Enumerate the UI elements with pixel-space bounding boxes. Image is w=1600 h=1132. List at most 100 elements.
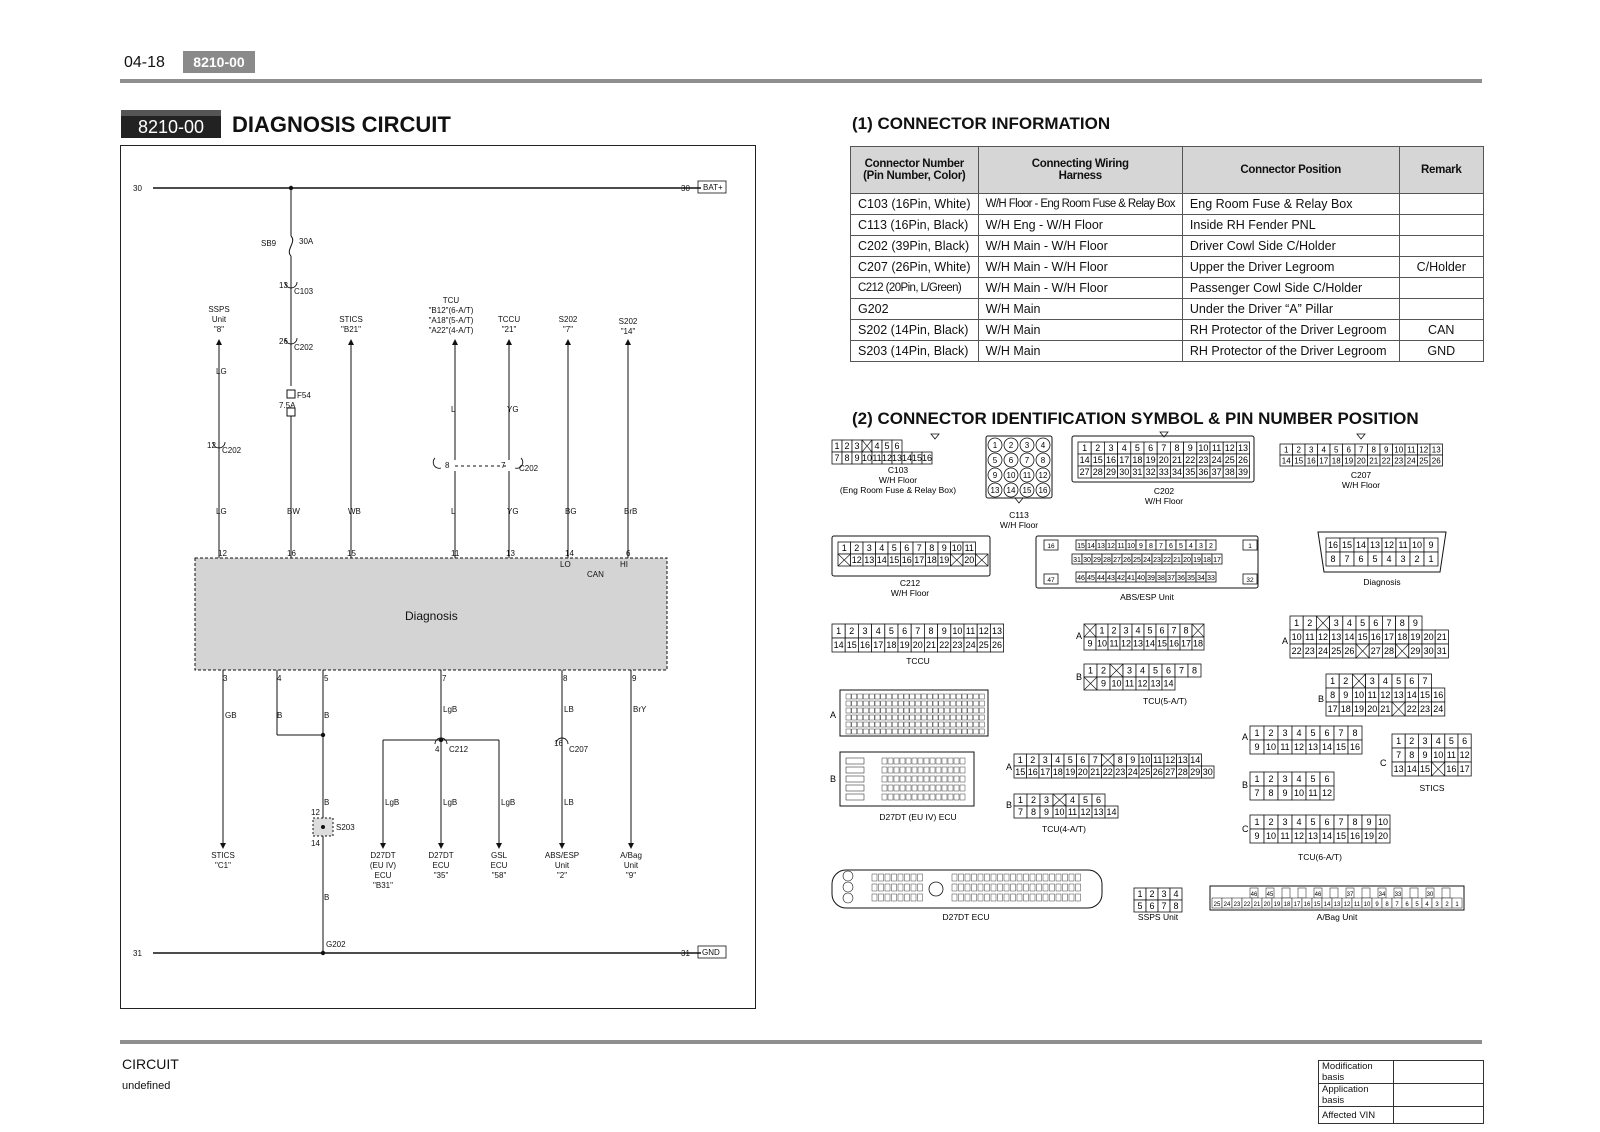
cell-connector: G202 [850, 298, 979, 320]
s203-pin-top: 12 [311, 808, 320, 817]
pin-number: 17 [1384, 632, 1394, 642]
connector-caption: C103 [888, 465, 909, 475]
cell-remark [1398, 298, 1485, 320]
pin-number: 12 [1380, 690, 1390, 700]
side-label: B [1076, 672, 1082, 682]
g202-label: G202 [326, 940, 346, 949]
cell-connector: C113 (16Pin, Black) [850, 214, 979, 236]
pin-number: 6 [894, 441, 899, 451]
pin-number: 16 [1028, 767, 1038, 777]
bottom-pin: 5 [324, 674, 329, 683]
pin-number: 6 [1462, 736, 1467, 746]
pin-number: 29 [1190, 767, 1200, 777]
pin-number: 9 [942, 543, 947, 553]
pin-number: 14 [1407, 690, 1417, 700]
pin-number: 6 [1409, 676, 1414, 686]
pin-number: 26 [1123, 557, 1131, 564]
pin-number: 6 [1159, 626, 1164, 636]
pin-number: 11 [1212, 443, 1221, 453]
pin-number: 13 [864, 555, 874, 565]
pin-number: 31 [1073, 557, 1081, 564]
pin-number: 9 [1282, 788, 1287, 798]
pin-number: 2 [1307, 618, 1312, 628]
pin-number: 1 [1018, 755, 1023, 765]
pin-number: 15 [1358, 632, 1368, 642]
pin-number: 1 [1284, 446, 1289, 455]
connector-caption: (Eng Room Fuse & Relay Box) [840, 485, 956, 495]
pin-number: 6 [1096, 795, 1101, 805]
pin-number: 18 [1397, 632, 1407, 642]
wire-lb: LB [564, 798, 574, 807]
connector-info-table: Connector Number(Pin Number, Color) Conn… [850, 146, 1485, 362]
pin-number: 6 [1405, 902, 1409, 908]
pin-number: 22 [1382, 457, 1391, 466]
pin-number: 29 [1106, 467, 1116, 477]
pin-number: 14 [834, 640, 844, 650]
pin-number: 9 [1188, 443, 1193, 453]
pin-number: 10 [1140, 755, 1150, 765]
pin-number: 23 [1115, 767, 1125, 777]
pin-number: 15 [1336, 831, 1346, 841]
pin-number: 14 [1344, 632, 1354, 642]
abs-outline [1035, 535, 1259, 589]
pin-number: 3 [1334, 618, 1339, 628]
pin-number: 16 [1039, 486, 1048, 495]
cell-position: Driver Cowl Side C/Holder [1181, 235, 1400, 257]
pin-number: 12 [1322, 788, 1332, 798]
modification-row: Application basis [1318, 1083, 1484, 1107]
pin-number: 17 [1460, 764, 1470, 774]
pin-number: 15 [1294, 457, 1303, 466]
pin-number: 10 [1394, 446, 1403, 455]
pin-number: 7 [1396, 750, 1401, 760]
pin-number: 10 [1054, 807, 1064, 817]
pin-number: 4 [1322, 446, 1327, 455]
connector-caption: W/H Floor [1342, 480, 1380, 490]
bottom-pin: 4 [277, 674, 282, 683]
pin-number: 15 [1342, 540, 1352, 550]
pin-number: 15 [1420, 764, 1430, 774]
pin-number: 37 [1212, 467, 1222, 477]
wire-lgb: LgB [443, 798, 457, 807]
pin-number: 3 [867, 543, 872, 553]
pin-number: 20 [1159, 455, 1169, 465]
pin-number: 1 [1137, 889, 1142, 899]
dest-s202-a: S202"7" [559, 315, 578, 334]
pin-number: 20 [1183, 557, 1191, 564]
pin-number: 14 [1106, 807, 1116, 817]
pin-number: 22 [1163, 557, 1171, 564]
pin-number: 5 [1135, 443, 1140, 453]
cell-harness: W/H Floor - Eng Room Fuse & Relay Box [977, 193, 1183, 215]
pin-number: 3 [1370, 676, 1375, 686]
pin-number: 13 [992, 626, 1002, 636]
pin-number: 17 [1213, 557, 1221, 564]
connector-caption: W/H Floor [891, 588, 929, 598]
pin-number: 20 [964, 555, 974, 565]
pin-number: 8 [1385, 902, 1389, 908]
pin-number: 1 [993, 441, 998, 450]
pin-number: 2 [1414, 554, 1419, 564]
pin-number: 13 [1097, 543, 1105, 550]
pin-number: 12 [1165, 755, 1175, 765]
pin-number: 25 [979, 640, 989, 650]
pin-number: 8 [1330, 554, 1335, 564]
pin-number: 12 [1137, 679, 1147, 689]
pin-number: 38 [1157, 575, 1165, 582]
pin-number: 10 [1433, 750, 1443, 760]
connector-caption: W/H Floor [1000, 520, 1038, 530]
pin-number: 4 [1296, 728, 1301, 738]
pin-number: 17 [1119, 455, 1129, 465]
pin-number: 30 [1119, 467, 1129, 477]
pin-number: 3 [1025, 441, 1030, 450]
pin-number: 2 [1095, 443, 1100, 453]
pin-number: 5 [1153, 666, 1158, 676]
pin-number: 10 [1266, 742, 1276, 752]
pin-number: 2 [849, 626, 854, 636]
connector-caption: TCU(6-A/T) [1298, 852, 1342, 862]
wire-l-lower: L [451, 507, 456, 516]
pin-number: 26 [992, 640, 1002, 650]
pin-number: 15 [1093, 455, 1103, 465]
